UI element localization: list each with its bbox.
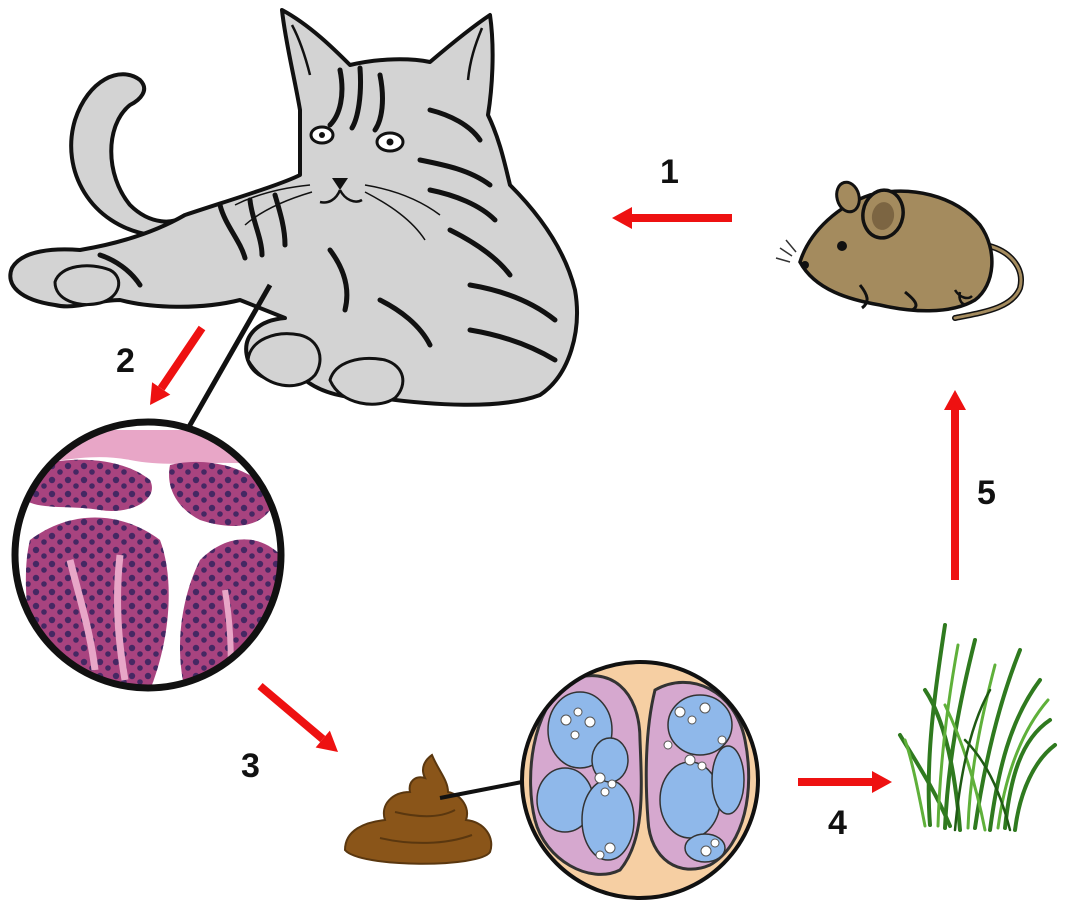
- mouse-sniff-lines: [776, 240, 796, 262]
- arrow-step-5: [944, 390, 966, 580]
- arrow-step-4-head: [872, 771, 892, 793]
- arrow-step-3-shaft: [260, 686, 323, 739]
- mouse-eye: [837, 241, 847, 251]
- arrow-step-3: [260, 686, 338, 752]
- cat-paw-left: [248, 334, 320, 386]
- arrow-step-5-head: [944, 390, 966, 410]
- cat-illustration: [10, 10, 577, 405]
- step-number-1: 1: [660, 153, 679, 191]
- grass-illustration: [900, 625, 1055, 830]
- cat-hind-paw: [55, 266, 119, 305]
- feces-to-oocyst-pointer: [440, 782, 522, 798]
- mouse-nose: [801, 261, 809, 269]
- step-number-5: 5: [977, 474, 996, 512]
- arrow-step-1-head: [612, 207, 632, 229]
- arrow-step-2-shaft: [161, 328, 202, 388]
- step-number-2: 2: [116, 342, 135, 380]
- oocyst-magnified: [522, 662, 758, 898]
- cat-tail: [71, 74, 185, 235]
- intestinal-tissue-magnified: [15, 420, 290, 690]
- feces-pile: [345, 755, 491, 864]
- step-number-3: 3: [241, 747, 260, 785]
- arrow-step-4: [798, 771, 892, 793]
- step-number-4: 4: [828, 804, 847, 842]
- feces-illustration: [345, 755, 491, 864]
- mouse-illustration: [776, 180, 1021, 318]
- arrow-step-1: [612, 207, 732, 229]
- arrow-step-2: [150, 328, 202, 405]
